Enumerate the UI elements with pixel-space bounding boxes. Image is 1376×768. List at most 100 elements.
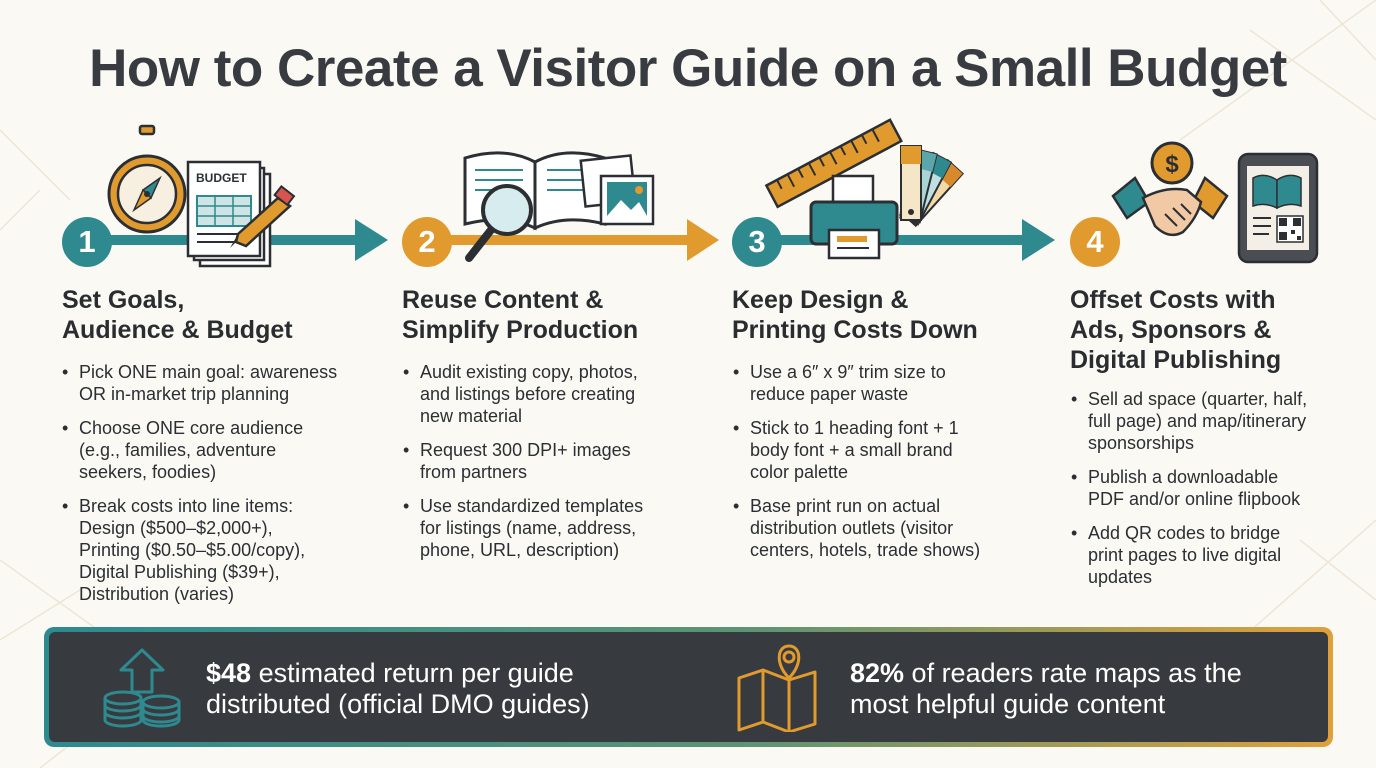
tablet-icon (1237, 152, 1319, 264)
budget-sheet-icon (186, 160, 272, 268)
step-2-number: 2 (402, 217, 452, 267)
step-1-number: 1 (62, 217, 112, 267)
list-item: Request 300 DPI+ images from partners (401, 439, 721, 483)
step-title-line: Ads, Sponsors & (1070, 316, 1272, 344)
step-1-title: Set Goals, Audience & Budget (62, 285, 293, 345)
bullet-line: Use standardized templates (420, 496, 644, 516)
bullet-line: sponsorships (1088, 433, 1195, 453)
stat-line-1: $48 estimated return per guide (206, 658, 590, 689)
stat-return-per-guide: $48 estimated return per guide distribut… (206, 658, 590, 720)
compass-icon (107, 124, 187, 234)
stat-value: $48 (206, 658, 252, 688)
step-1-art: BUDGET (107, 124, 388, 268)
list-item: Add QR codes to bridge print pages to li… (1069, 522, 1359, 588)
bullet-line: Distribution (varies) (79, 584, 235, 604)
list-item: Sell ad space (quarter, half, full page)… (1069, 388, 1359, 454)
list-item: Stick to 1 heading font + 1 body font + … (731, 417, 1051, 483)
coin-symbol: $ (1165, 151, 1179, 178)
magnifier-icon (465, 184, 533, 262)
list-item: Choose ONE core audience (e.g., families… (60, 417, 380, 483)
step-title-line: Digital Publishing (1070, 346, 1282, 374)
bullet-line: for listings (name, address, (420, 518, 637, 538)
bullet-line: body font + a small brand (750, 440, 953, 460)
stat-maps-helpful: 82% of readers rate maps as the most hel… (850, 658, 1242, 720)
color-swatch-icon (898, 145, 965, 228)
budget-label: BUDGET (196, 171, 247, 185)
printer-icon (809, 174, 899, 260)
page-title: How to Create a Visitor Guide on a Small… (89, 39, 1287, 98)
stat-text: estimated return per guide (251, 658, 574, 688)
map-pin-icon (737, 644, 817, 732)
bullet-line: Audit existing copy, photos, (420, 362, 638, 382)
handshake-icon (1111, 176, 1229, 237)
stat-line-2: distributed (official DMO guides) (206, 689, 590, 719)
list-item: Pick ONE main goal: awareness OR in-mark… (60, 361, 380, 405)
bullet-line: Sell ad space (quarter, half, (1088, 389, 1308, 409)
pencil-icon (230, 184, 296, 248)
coin-stack-arrow-icon (103, 648, 181, 728)
bullet-line: phone, URL, description) (420, 540, 620, 560)
ruler-icon (764, 118, 903, 209)
step-1-bullets: Pick ONE main goal: awareness OR in-mark… (60, 361, 380, 617)
bullet-line: Choose ONE core audience (79, 418, 304, 438)
stat-value: 82% (850, 658, 905, 688)
step-4-title: Offset Costs with Ads, Sponsors & Digita… (1070, 285, 1281, 375)
bullet-line: Use a 6″ x 9″ trim size to (750, 362, 946, 382)
bullet-line: Request 300 DPI+ images (420, 440, 631, 460)
step-3-title: Keep Design & Printing Costs Down (732, 285, 978, 345)
stats-banner-inner: $48 estimated return per guide distribut… (49, 632, 1328, 742)
stat-line-1: 82% of readers rate maps as the (850, 658, 1242, 689)
bullet-line: full page) and map/itinerary (1088, 411, 1307, 431)
step-title-line: Keep Design & (732, 286, 909, 314)
step-title-line: Set Goals, (62, 286, 185, 314)
step-title-line: Simplify Production (402, 316, 639, 344)
stat-line-2: most helpful guide content (850, 689, 1166, 719)
step-4-art: $ (1111, 141, 1319, 264)
step-3-bullets: Use a 6″ x 9″ trim size to reduce paper … (731, 361, 1051, 573)
bullet-line: OR in-market trip planning (79, 384, 290, 404)
step-4-number: 4 (1070, 217, 1120, 267)
bullet-line: Base print run on actual (750, 496, 941, 516)
bullet-line: Break costs into line items: (79, 496, 294, 516)
bullet-line: (e.g., families, adventure (79, 440, 277, 460)
bullet-line: Pick ONE main goal: awareness (79, 362, 338, 382)
dollar-coin-icon (1150, 141, 1194, 185)
bullet-line: from partners (420, 462, 528, 482)
stat-text: of readers rate maps as the (904, 658, 1242, 688)
step-3-art (764, 118, 1055, 261)
stats-banner: $48 estimated return per guide distribut… (44, 627, 1333, 747)
step-2-title: Reuse Content & Simplify Production (402, 285, 638, 345)
bullet-line: reduce paper waste (750, 384, 909, 404)
qr-code-icon (1276, 215, 1304, 243)
step-title-line: Audience & Budget (62, 316, 293, 344)
bullet-line: print pages to live digital (1088, 545, 1282, 565)
photos-icon (579, 154, 655, 226)
list-item: Use a 6″ x 9″ trim size to reduce paper … (731, 361, 1051, 405)
bullet-line: and listings before creating (420, 384, 636, 404)
bullet-line: Printing ($0.50–$5.00/copy), (79, 540, 306, 560)
step-title-line: Reuse Content & (402, 286, 604, 314)
step-4-bullets: Sell ad space (quarter, half, full page)… (1069, 388, 1359, 600)
step-3-number: 3 (732, 217, 782, 267)
list-item: Break costs into line items: Design ($50… (60, 495, 380, 605)
bullet-line: Digital Publishing ($39+), (79, 562, 280, 582)
bullet-line: distribution outlets (visitor (750, 518, 954, 538)
bullet-line: centers, hotels, trade shows) (750, 540, 981, 560)
step-title-line: Offset Costs with (1070, 286, 1276, 314)
step-2-bullets: Audit existing copy, photos, and listing… (401, 361, 721, 573)
list-item: Publish a downloadable PDF and/or online… (1069, 466, 1359, 510)
bullet-line: updates (1088, 567, 1153, 587)
bullet-line: new material (420, 406, 523, 426)
bullet-line: Publish a downloadable (1088, 467, 1279, 487)
list-item: Base print run on actual distribution ou… (731, 495, 1051, 561)
list-item: Use standardized templates for listings … (401, 495, 721, 561)
bullet-line: color palette (750, 462, 849, 482)
step-2-art (445, 151, 719, 262)
bullet-line: Design ($500–$2,000+), (79, 518, 273, 538)
bullet-line: PDF and/or online flipbook (1088, 489, 1301, 509)
bullet-line: Add QR codes to bridge (1088, 523, 1281, 543)
step-title-line: Printing Costs Down (732, 316, 978, 344)
bullet-line: Stick to 1 heading font + 1 (750, 418, 959, 438)
list-item: Audit existing copy, photos, and listing… (401, 361, 721, 427)
bullet-line: seekers, foodies) (79, 462, 217, 482)
